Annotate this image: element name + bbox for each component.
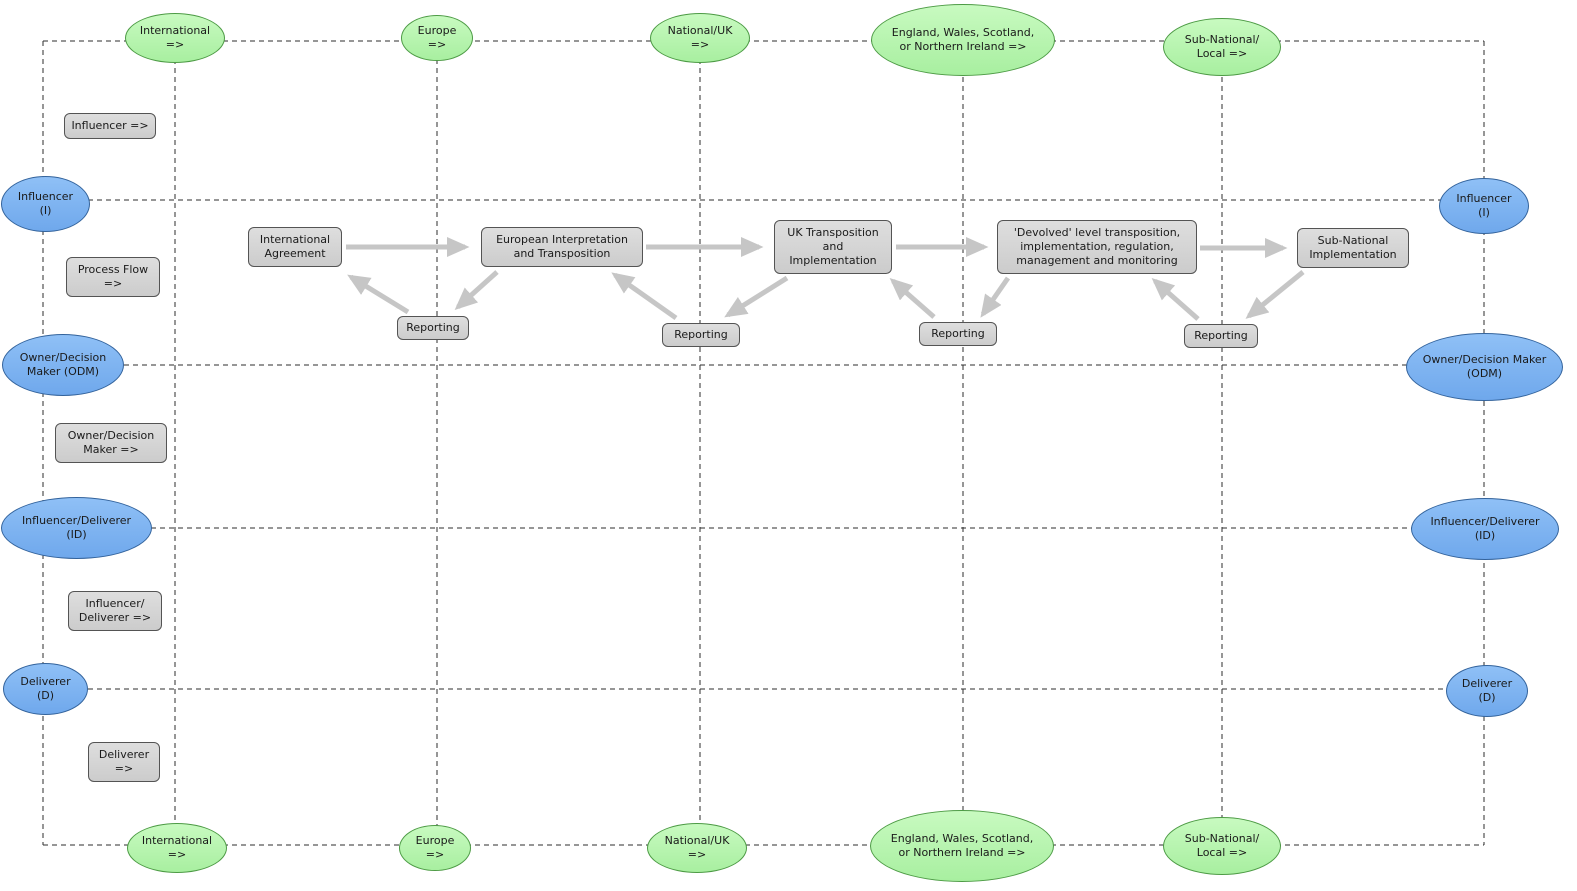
feedback-arrow [980, 276, 1011, 318]
feedback-arrow [347, 274, 410, 315]
process-uk-transposition: UK Transposition and Implementation [774, 220, 892, 274]
role-influencer-deliverer-right: Influencer/Deliverer (ID) [1411, 498, 1559, 560]
legend-deliverer: Deliverer => [88, 742, 160, 782]
process-sub-national-implementation: Sub-National Implementation [1297, 228, 1409, 268]
role-influencer-left: Influencer (I) [1, 176, 90, 232]
level-sub-national-top: Sub-National/ Local => [1163, 18, 1281, 76]
level-sub-national-bottom: Sub-National/ Local => [1163, 817, 1281, 875]
legend-odm: Owner/Decision Maker => [55, 423, 167, 463]
process-european-interpretation: European Interpretation and Transpositio… [481, 227, 643, 267]
process-international-agreement: International Agreement [248, 227, 342, 267]
level-international-bottom: International => [127, 823, 227, 873]
legend-process-flow: Process Flow => [66, 257, 160, 297]
grid-lines [42, 40, 1485, 846]
level-devolved-nations-top: England, Wales, Scotland, or Northern Ir… [871, 4, 1055, 76]
level-national-uk-top: National/UK => [650, 13, 750, 63]
level-national-uk-bottom: National/UK => [647, 823, 747, 873]
role-odm-left: Owner/Decision Maker (ODM) [2, 334, 124, 396]
feedback-arrow [1245, 270, 1305, 319]
reporting-box-3: Reporting [919, 322, 997, 346]
legend-influencer: Influencer => [64, 113, 156, 139]
level-europe-top: Europe => [401, 15, 473, 61]
role-influencer-deliverer-left: Influencer/Deliverer (ID) [1, 497, 152, 559]
role-influencer-right: Influencer (I) [1439, 178, 1529, 234]
feedback-arrow [1151, 278, 1200, 321]
flow-arrows [346, 237, 1288, 258]
reporting-box-4: Reporting [1184, 324, 1258, 348]
feedback-arrows [347, 270, 1305, 321]
legend-influencer-deliverer: Influencer/ Deliverer => [68, 591, 162, 631]
level-devolved-nations-bottom: England, Wales, Scotland, or Northern Ir… [870, 810, 1054, 882]
process-devolved-transposition: 'Devolved' level transposition, implemen… [997, 220, 1197, 274]
reporting-box-2: Reporting [662, 323, 740, 347]
feedback-arrow [611, 272, 678, 321]
role-deliverer-right: Deliverer (D) [1446, 665, 1528, 717]
feedback-arrow [889, 278, 936, 319]
role-odm-right: Owner/Decision Maker (ODM) [1406, 333, 1563, 401]
feedback-arrow [454, 270, 499, 311]
reporting-box-1: Reporting [397, 316, 469, 340]
level-europe-bottom: Europe => [399, 825, 471, 871]
level-international-top: International => [125, 13, 225, 63]
feedback-arrow [724, 275, 789, 318]
role-deliverer-left: Deliverer (D) [3, 663, 88, 715]
